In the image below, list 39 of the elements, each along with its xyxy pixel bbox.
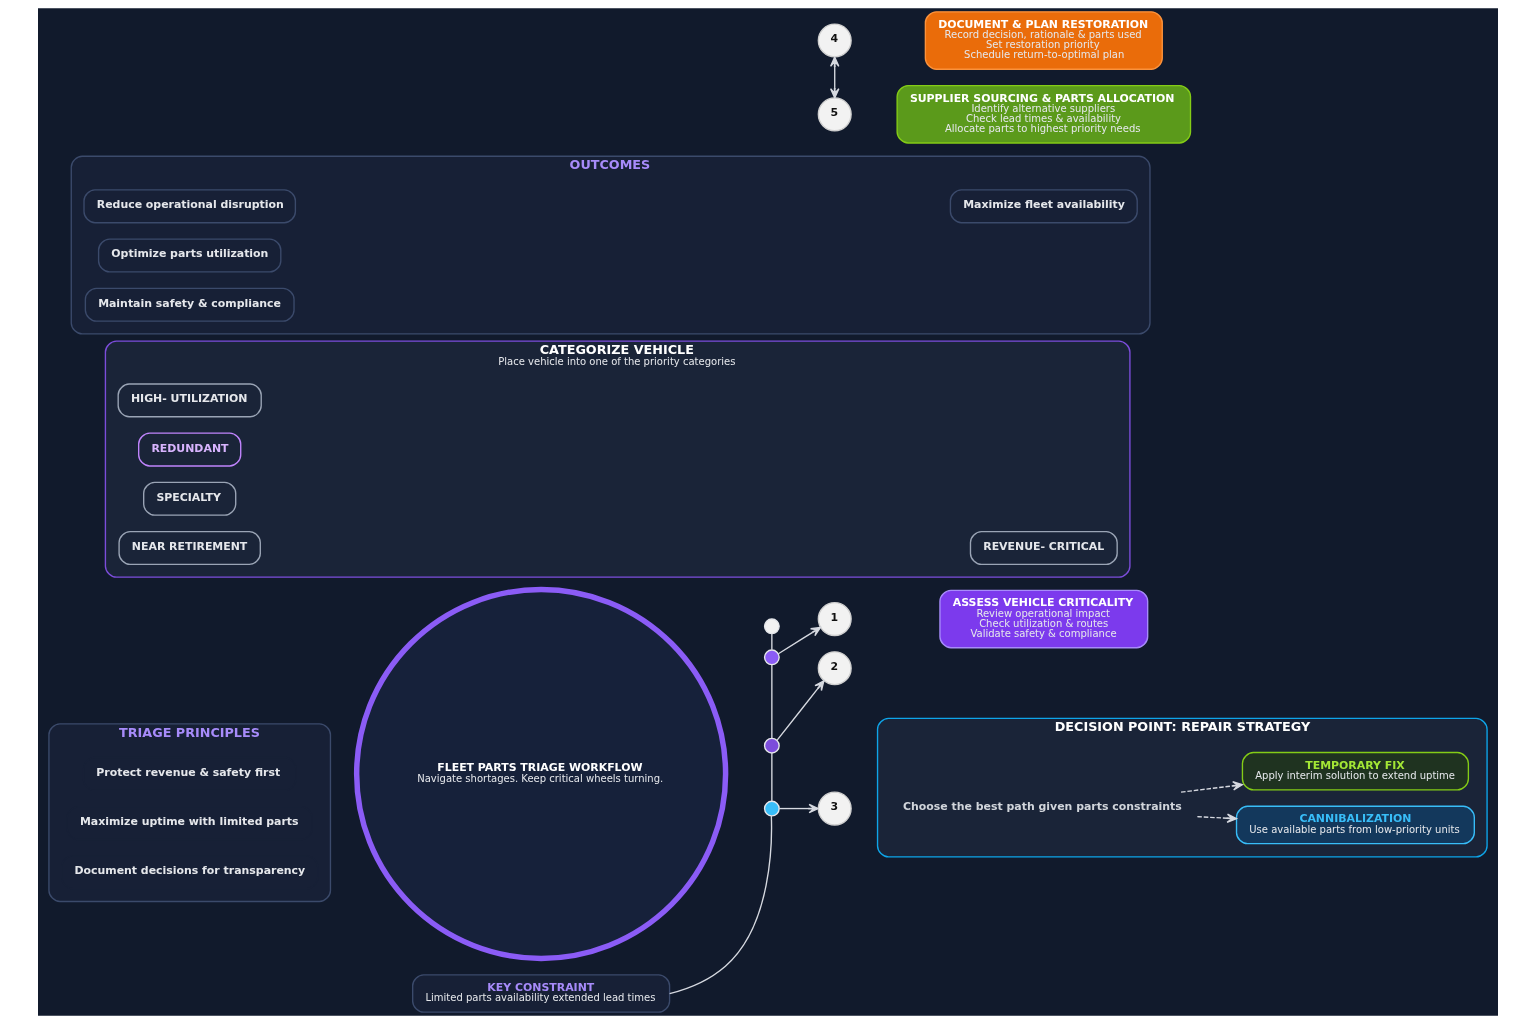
node-circle: 4 [817, 23, 852, 58]
node-box: Maximize fleet availability [949, 189, 1138, 224]
node-text: Maximize uptime with limited parts [79, 815, 299, 829]
node-circle: 2 [817, 651, 852, 686]
node-box: TEMPORARY FIX Apply interim solution to extend uptime [1241, 751, 1470, 791]
node-box: ASSESS VEHICLE CRITICALITY Review operational impact Check utilization & routes Validate safety & compliance [939, 589, 1149, 649]
connector [771, 633, 773, 651]
node-circle [763, 800, 780, 817]
node-circle: 1 [817, 601, 852, 637]
arrow [777, 626, 822, 655]
node-box: HIGH- UTILIZATION [117, 383, 262, 418]
node-box: NEAR RETIREMENT [118, 530, 261, 566]
connector [771, 752, 773, 802]
arrow [829, 56, 840, 99]
node-text: Protect revenue & safety first [96, 765, 281, 779]
node-circle [763, 618, 780, 635]
connector [668, 815, 773, 995]
node-box: Optimize parts utilization [97, 238, 282, 273]
arrow [778, 803, 819, 814]
node-circle: 3 [817, 791, 852, 826]
arrow [1180, 781, 1243, 793]
node-box: CANNIBALIZATION Use available parts from low-priority units [1235, 805, 1475, 845]
node-box: REDUNDANT [138, 432, 242, 467]
node-circle [763, 649, 780, 666]
node-box: DOCUMENT & PLAN RESTORATION Record decision, rationale & parts used Set restoration priority Schedule return-to-optimal plan [924, 11, 1163, 70]
arrow [1196, 813, 1238, 823]
node-circle: FLEET PARTS TRIAGE WORKFLOW Navigate shortages. Keep critical wheels turning. [353, 586, 729, 962]
node-box: SUPPLIER SOURCING & PARTS ALLOCATION Identify alternative suppliers Check lead times & availability Allocate parts to highest priority needs [896, 84, 1192, 144]
node-text: Document decisions for transparency [74, 864, 306, 878]
node-box: REVENUE- CRITICAL [969, 530, 1118, 566]
node-box: KEY CONSTRAINT Limited parts availability extended lead times [412, 974, 671, 1013]
node-box: Maintain safety & compliance [84, 287, 295, 322]
node-box: SPECIALTY [143, 481, 237, 516]
node-text: Choose the best path given parts constraints [903, 800, 1182, 814]
node-circle [763, 737, 780, 754]
arrow [776, 680, 825, 742]
node-box: Reduce operational disruption [83, 189, 297, 224]
node-circle: 5 [817, 97, 852, 132]
connector [771, 664, 773, 739]
